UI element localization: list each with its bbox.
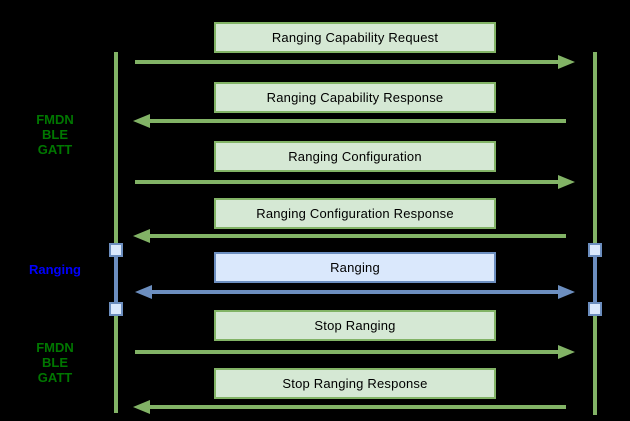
message-box-ranging-capability-request: Ranging Capability Request	[214, 22, 496, 53]
activation-marker-left-top	[109, 243, 123, 257]
phase-label-line: FMDN	[36, 112, 74, 127]
message-box-stop-ranging: Stop Ranging	[214, 310, 496, 341]
arrow-ranging-bidirectional	[135, 285, 575, 299]
phase-label-line: BLE	[42, 127, 68, 142]
arrow-ranging-capability-response	[133, 114, 566, 128]
phase-label-line: GATT	[37, 370, 73, 385]
ranging-activation-segment-left	[114, 249, 118, 308]
arrowhead-right-icon	[558, 175, 575, 189]
arrowhead-left-icon	[133, 229, 150, 243]
activation-marker-left-bottom	[109, 302, 123, 316]
phase-label-line: FMDN	[36, 340, 74, 355]
message-label: Ranging	[330, 260, 380, 275]
message-label: Ranging Configuration Response	[256, 206, 454, 221]
arrow-shaft	[151, 290, 559, 294]
message-box-ranging: Ranging	[214, 252, 496, 283]
phase-label-line: GATT	[37, 142, 73, 157]
phase-label-ranging: Ranging	[15, 262, 95, 277]
arrow-ranging-configuration-response	[133, 229, 566, 243]
arrow-shaft	[135, 60, 559, 64]
message-label: Ranging Configuration	[288, 149, 422, 164]
arrow-shaft	[149, 119, 566, 123]
phase-label-line: BLE	[42, 355, 68, 370]
phase-label-gatt-top: FMDN BLE GATT	[15, 112, 95, 157]
message-label: Ranging Capability Response	[266, 90, 444, 105]
arrow-shaft	[149, 405, 566, 409]
activation-marker-right-top	[588, 243, 602, 257]
phase-label-gatt-bottom: FMDN BLE GATT	[15, 340, 95, 385]
arrow-ranging-capability-request	[135, 55, 575, 69]
message-box-ranging-configuration: Ranging Configuration	[214, 141, 496, 172]
arrowhead-right-icon	[558, 285, 575, 299]
arrowhead-right-icon	[558, 345, 575, 359]
arrowhead-left-icon	[135, 285, 152, 299]
arrow-stop-ranging	[135, 345, 575, 359]
arrowhead-left-icon	[133, 114, 150, 128]
arrow-shaft	[135, 180, 559, 184]
message-box-stop-ranging-response: Stop Ranging Response	[214, 368, 496, 399]
lifeline-right	[593, 52, 597, 415]
arrow-stop-ranging-response	[133, 400, 566, 414]
arrow-shaft	[135, 350, 559, 354]
activation-marker-right-bottom	[588, 302, 602, 316]
lifeline-left	[114, 52, 118, 413]
message-label: Stop Ranging Response	[282, 376, 428, 391]
message-label: Stop Ranging	[314, 318, 396, 333]
phase-label-line: Ranging	[29, 262, 81, 277]
message-box-ranging-capability-response: Ranging Capability Response	[214, 82, 496, 113]
arrowhead-left-icon	[133, 400, 150, 414]
ranging-activation-segment-right	[593, 249, 597, 308]
arrowhead-right-icon	[558, 55, 575, 69]
arrow-ranging-configuration	[135, 175, 575, 189]
message-box-ranging-configuration-response: Ranging Configuration Response	[214, 198, 496, 229]
message-label: Ranging Capability Request	[271, 30, 439, 45]
arrow-shaft	[149, 234, 566, 238]
